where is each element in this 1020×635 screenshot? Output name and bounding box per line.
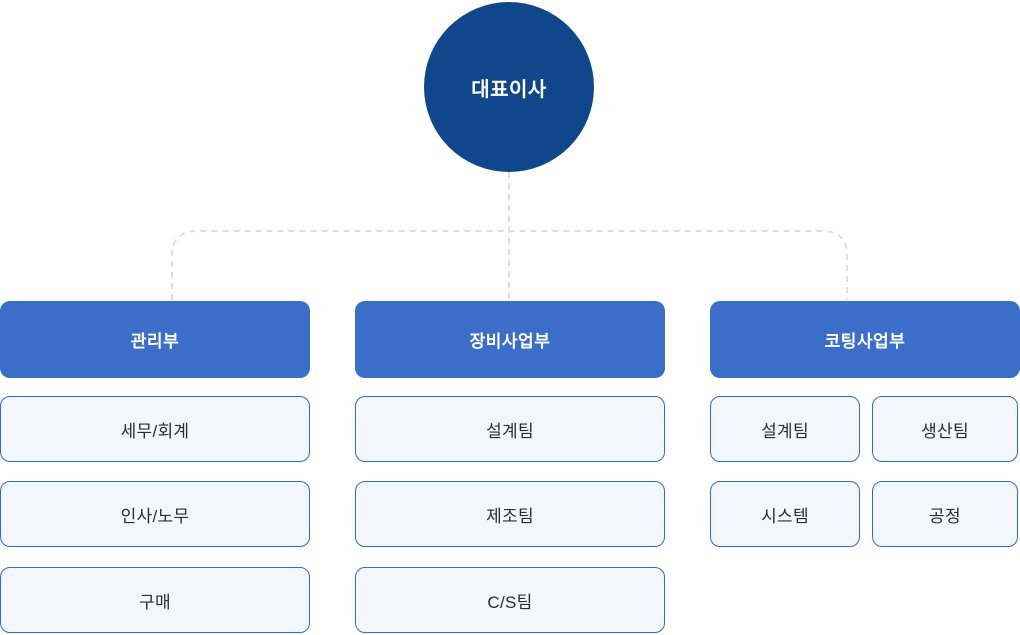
team-box-purchasing: 구매 [0,567,310,633]
dept-label: 코팅사업부 [824,332,906,351]
team-box-hr-labor: 인사/노무 [0,481,310,547]
dept-header-management: 관리부 [0,301,310,378]
team-label: 세무/회계 [120,421,190,441]
team-box-tax-accounting: 세무/회계 [0,396,310,462]
team-box-manufacturing: 제조팀 [355,481,665,547]
team-label: 설계팀 [761,421,809,441]
team-label: 설계팀 [486,421,534,441]
team-box-production: 생산팀 [872,396,1018,462]
team-box-design-equipment: 설계팀 [355,396,665,462]
team-label: 시스템 [761,506,809,526]
team-label: 인사/노무 [120,506,190,526]
ceo-node: 대표이사 [424,2,594,172]
team-box-cs-team: C/S팀 [355,567,665,633]
dept-header-coating-division: 코팅사업부 [710,301,1020,378]
team-label: 생산팀 [921,421,969,441]
team-box-process: 공정 [872,481,1018,547]
ceo-label: 대표이사 [471,78,547,101]
team-label: 구매 [139,592,171,612]
dept-label: 관리부 [130,332,180,351]
connector-branch-left-right [171,230,848,300]
dept-label: 장비사업부 [469,332,551,351]
team-label: 제조팀 [486,506,534,526]
team-box-design-coating: 설계팀 [710,396,860,462]
team-label: 공정 [929,506,961,526]
team-box-system: 시스템 [710,481,860,547]
team-label: C/S팀 [487,592,533,612]
dept-header-equipment-division: 장비사업부 [355,301,665,378]
